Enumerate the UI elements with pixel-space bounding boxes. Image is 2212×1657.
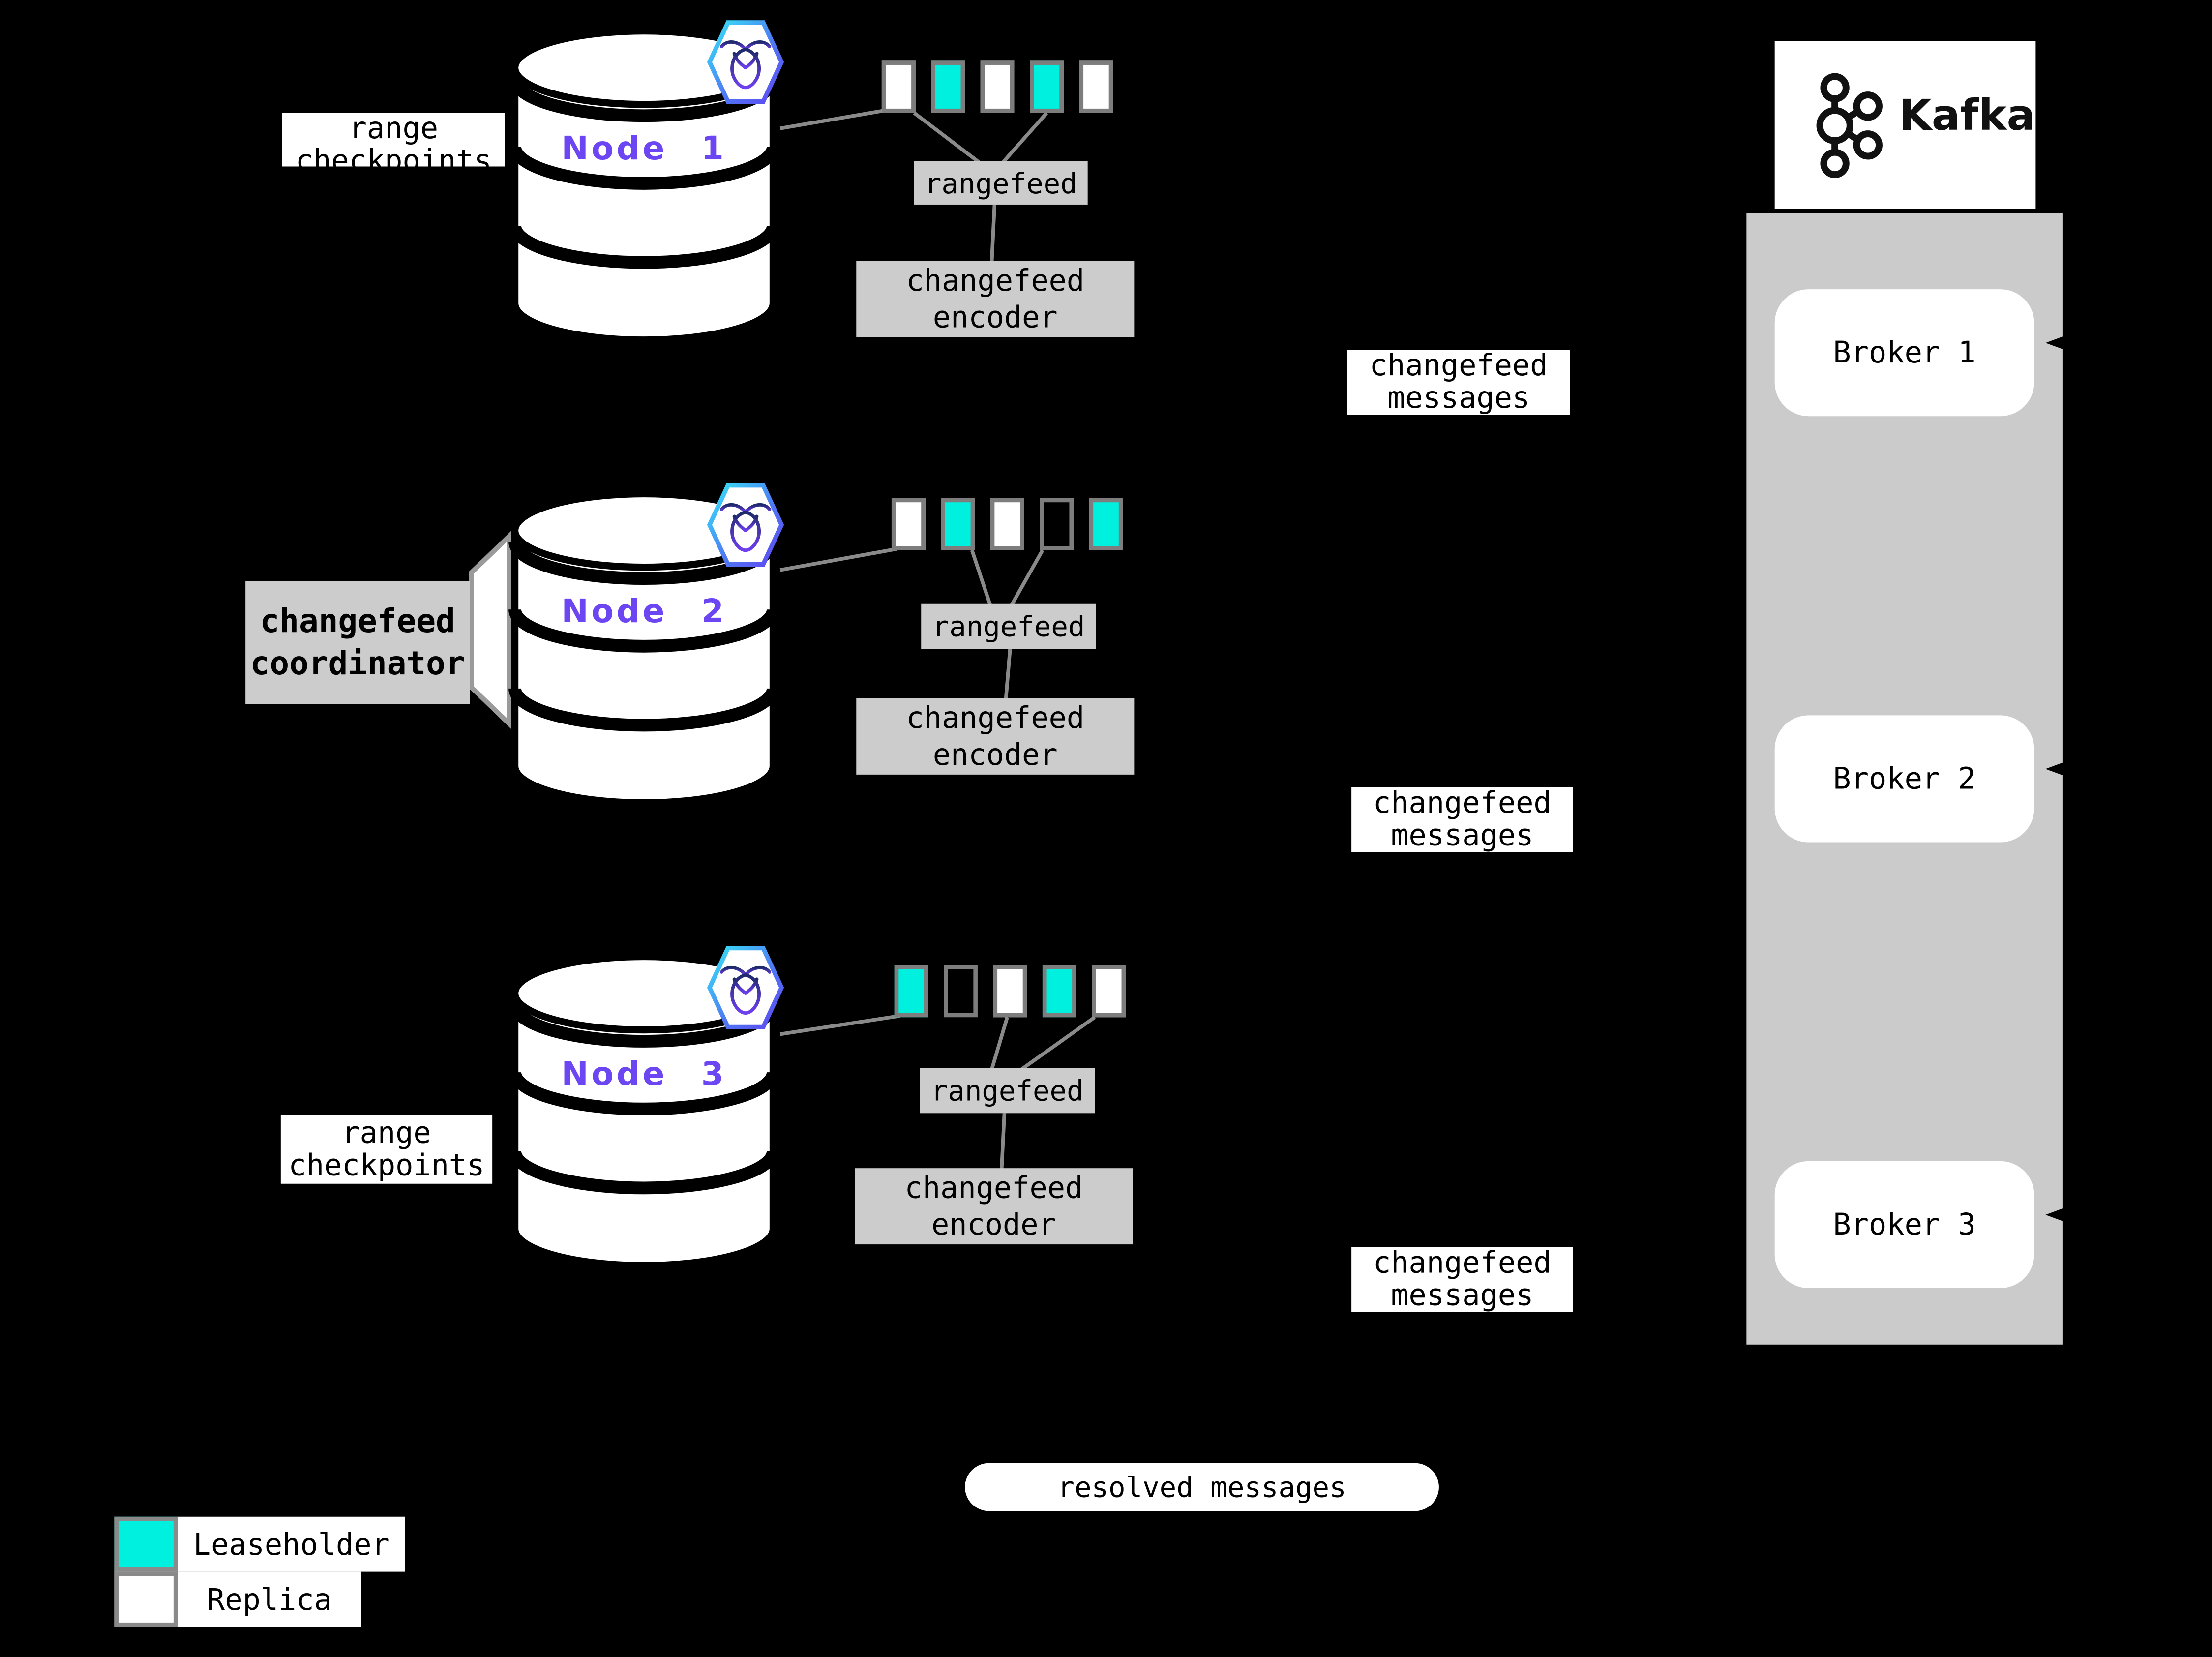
range-rect xyxy=(980,60,1015,113)
changefeed-coordinator-label: changefeed coordinator xyxy=(245,581,470,704)
changefeed-messages-label-1: changefeed messages xyxy=(1347,348,1570,415)
range-rect xyxy=(894,965,928,1018)
range-rect xyxy=(944,965,978,1018)
changefeed-encoder-box-3: changefeed encoder xyxy=(855,1168,1133,1245)
node2-range2-to-rangefeed-line xyxy=(1010,549,1045,606)
encoder-line2: encoder xyxy=(931,1207,1056,1242)
range-checkpoints-line1: range xyxy=(342,1115,431,1149)
node-3-ranges xyxy=(894,965,1126,1018)
range-rect xyxy=(1079,60,1113,113)
kafka-logo-box: Kafka xyxy=(1774,41,2036,209)
range-checkpoints-line2: checkpoints xyxy=(295,144,492,167)
range-checkpoints-line1: range xyxy=(349,113,439,146)
messages-line2: messages xyxy=(1391,818,1534,852)
range-checkpoints-line2: checkpoints xyxy=(288,1147,485,1182)
legend-replica-swatch xyxy=(114,1571,178,1627)
node1-rangefeed-to-encoder-line xyxy=(989,204,997,263)
changefeed-encoder-box-1: changefeed encoder xyxy=(856,261,1135,337)
cockroachdb-logo-icon xyxy=(710,23,781,102)
coordinator-line1: changefeed xyxy=(260,603,455,640)
cockroachdb-logo-icon xyxy=(710,948,781,1027)
range-rect xyxy=(881,60,916,113)
broker-3: Broker 3 xyxy=(1774,1161,2034,1289)
node-3-label: Node 3 xyxy=(561,1056,727,1094)
range-checkpoints-label-top: range checkpoints xyxy=(282,113,505,167)
kafka-brand-label: Kafka xyxy=(1899,91,2035,141)
messages-line1: changefeed xyxy=(1369,348,1548,383)
changefeed-messages-label-2: changefeed messages xyxy=(1351,785,1573,852)
resolved-messages-label: resolved messages xyxy=(1057,1470,1346,1504)
broker-arrowheads xyxy=(2045,332,2072,1225)
replica-text: Replica xyxy=(207,1582,332,1616)
range-rect xyxy=(1030,60,1064,113)
messages-line1: changefeed xyxy=(1373,785,1552,820)
node3-cylinder-to-ranges-line xyxy=(779,1014,900,1036)
range-rect xyxy=(1092,965,1126,1018)
node3-range2-to-rangefeed-line xyxy=(1020,1016,1096,1071)
node-2-ranges xyxy=(891,498,1123,550)
cockroachdb-logo-icon xyxy=(710,485,781,565)
rangefeed-box-2: rangefeed xyxy=(921,603,1096,649)
rangefeed-box-3: rangefeed xyxy=(920,1068,1095,1114)
node1-range-to-rangefeed-line xyxy=(913,111,981,164)
encoder-line1: changefeed xyxy=(906,701,1085,735)
node3-rangefeed-to-encoder-line xyxy=(999,1113,1007,1170)
encoder-line2: encoder xyxy=(932,738,1058,772)
encoder-line1: changefeed xyxy=(904,1171,1083,1205)
rangefeed-box-1: rangefeed xyxy=(914,161,1088,205)
node-1-ranges xyxy=(881,60,1113,113)
changefeed-encoder-box-2: changefeed encoder xyxy=(856,698,1135,775)
range-rect xyxy=(993,965,1027,1018)
node2-cylinder-to-ranges-line xyxy=(779,547,898,572)
resolved-messages-pill: resolved messages xyxy=(965,1463,1439,1511)
broker-2: Broker 2 xyxy=(1774,715,2034,843)
legend-leaseholder-swatch xyxy=(114,1516,178,1572)
node2-rangefeed-to-encoder-line xyxy=(1004,649,1012,700)
rangefeed-label: rangefeed xyxy=(924,166,1077,200)
messages-line2: messages xyxy=(1391,1278,1534,1312)
encoder-line1: changefeed xyxy=(906,264,1085,298)
legend-replica-label: Replica xyxy=(178,1571,361,1627)
encoder-line2: encoder xyxy=(932,301,1058,334)
range-checkpoints-label-bottom: range checkpoints xyxy=(280,1115,493,1184)
broker-3-label: Broker 3 xyxy=(1833,1207,1976,1242)
arrowhead-broker-2 xyxy=(2045,759,2072,779)
rangefeed-label: rangefeed xyxy=(930,1074,1084,1108)
kafka-broker-container: Broker 1 Broker 2 Broker 3 xyxy=(1746,213,2063,1345)
node-2-label: Node 2 xyxy=(561,594,727,631)
legend-leaseholder-label: Leaseholder xyxy=(178,1516,405,1572)
node2-range-to-rangefeed-line xyxy=(970,549,992,606)
node-1-label: Node 1 xyxy=(561,131,727,168)
kafka-icon xyxy=(1816,73,1883,179)
messages-line2: messages xyxy=(1387,381,1530,415)
range-rect xyxy=(1042,965,1076,1018)
range-rect xyxy=(941,498,975,550)
broker-2-label: Broker 2 xyxy=(1833,762,1976,796)
changefeed-messages-label-3: changefeed messages xyxy=(1351,1245,1573,1312)
range-rect xyxy=(891,498,926,550)
range-rect xyxy=(990,498,1024,550)
broker-1: Broker 1 xyxy=(1774,289,2034,417)
broker-1-label: Broker 1 xyxy=(1833,335,1976,370)
range-rect xyxy=(1089,498,1123,550)
leaseholder-text: Leaseholder xyxy=(193,1527,389,1562)
arrowhead-broker-3 xyxy=(2045,1205,2072,1225)
node1-range2-to-rangefeed-line xyxy=(1001,112,1048,164)
coordinator-line2: coordinator xyxy=(250,645,465,682)
arrowhead-broker-1 xyxy=(2045,332,2072,353)
node3-range-to-rangefeed-line xyxy=(990,1017,1009,1070)
rangefeed-label: rangefeed xyxy=(932,609,1085,644)
connector-lines xyxy=(779,108,1096,1170)
range-rect xyxy=(931,60,965,113)
messages-line1: changefeed xyxy=(1373,1245,1552,1280)
coordinator-flag xyxy=(469,530,512,730)
node1-cylinder-to-ranges-line xyxy=(779,108,888,130)
range-rect xyxy=(1040,498,1074,550)
